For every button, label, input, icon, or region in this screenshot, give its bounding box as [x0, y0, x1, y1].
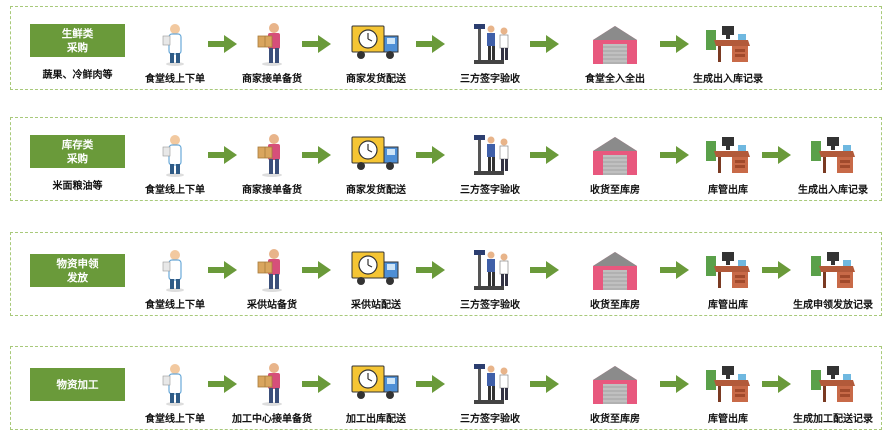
- flow-arrow-icon: [208, 374, 238, 394]
- doctor-clipboard-icon: [149, 22, 201, 70]
- flow-arrow-icon: [302, 260, 332, 280]
- flow-row: [10, 117, 882, 201]
- step-caption: 采供站备货: [247, 300, 297, 311]
- flow-arrow-icon: [530, 34, 560, 54]
- flow-arrow-icon: [530, 374, 560, 394]
- step-caption: 生成申领发放记录: [793, 300, 873, 311]
- three-party-scale-icon: [464, 248, 516, 296]
- flow-arrow-icon: [762, 260, 792, 280]
- flow-arrow-icon: [416, 374, 446, 394]
- step-caption: 生成出入库记录: [693, 74, 763, 85]
- warehouse-icon: [589, 248, 641, 296]
- office-desk-icon: [807, 362, 859, 410]
- step-caption: 三方签字验收: [460, 300, 520, 311]
- step-caption: 加工出库配送: [346, 414, 406, 425]
- office-desk-icon: [702, 22, 754, 70]
- flow-arrow-icon: [416, 34, 446, 54]
- flow-arrow-icon: [762, 374, 792, 394]
- step-caption: 库管出库: [708, 414, 748, 425]
- delivery-truck-clock-icon: [350, 248, 402, 296]
- step-caption: 三方签字验收: [460, 414, 520, 425]
- delivery-truck-clock-icon: [350, 362, 402, 410]
- step-caption: 食堂线上下单: [145, 414, 205, 425]
- doctor-clipboard-icon: [149, 248, 201, 296]
- flow-arrow-icon: [416, 145, 446, 165]
- step-caption: 三方签字验收: [460, 74, 520, 85]
- flow-arrow-icon: [530, 145, 560, 165]
- step-caption: 采供站配送: [351, 300, 401, 311]
- flow-row: [10, 6, 882, 90]
- office-desk-icon: [807, 248, 859, 296]
- flow-arrow-icon: [208, 145, 238, 165]
- warehouse-icon: [589, 133, 641, 181]
- doctor-clipboard-icon: [149, 133, 201, 181]
- three-party-scale-icon: [464, 362, 516, 410]
- courier-box-icon: [246, 133, 298, 181]
- step-caption: 生成加工配送记录: [793, 414, 873, 425]
- warehouse-icon: [589, 22, 641, 70]
- step-caption: 三方签字验收: [460, 185, 520, 196]
- step-caption: 商家发货配送: [346, 74, 406, 85]
- office-desk-icon: [702, 248, 754, 296]
- flow-row: [10, 232, 882, 316]
- step-caption: 收货至库房: [590, 414, 640, 425]
- category-note: 米面粮油等: [52, 181, 103, 192]
- flow-arrow-icon: [660, 260, 690, 280]
- category-label: 物资加工: [30, 368, 125, 401]
- flow-arrow-icon: [302, 34, 332, 54]
- step-caption: 收货至库房: [590, 185, 640, 196]
- flow-arrow-icon: [530, 260, 560, 280]
- step-caption: 商家接单备货: [242, 74, 302, 85]
- flow-arrow-icon: [302, 145, 332, 165]
- courier-box-icon: [246, 362, 298, 410]
- courier-box-icon: [246, 248, 298, 296]
- step-caption: 食堂线上下单: [145, 185, 205, 196]
- flow-row: [10, 346, 882, 430]
- office-desk-icon: [702, 362, 754, 410]
- category-label: 物资申领 发放: [30, 254, 125, 287]
- flow-arrow-icon: [660, 374, 690, 394]
- step-caption: 商家接单备货: [242, 185, 302, 196]
- delivery-truck-clock-icon: [350, 22, 402, 70]
- flow-arrow-icon: [660, 34, 690, 54]
- step-caption: 加工中心接单备货: [232, 414, 312, 425]
- doctor-clipboard-icon: [149, 362, 201, 410]
- flow-arrow-icon: [302, 374, 332, 394]
- step-caption: 库管出库: [708, 185, 748, 196]
- category-label: 库存类 采购: [30, 135, 125, 168]
- step-caption: 食堂线上下单: [145, 74, 205, 85]
- step-caption: 商家发货配送: [346, 185, 406, 196]
- category-label: 生鲜类 采购: [30, 24, 125, 57]
- flow-arrow-icon: [208, 34, 238, 54]
- office-desk-icon: [807, 133, 859, 181]
- three-party-scale-icon: [464, 22, 516, 70]
- step-caption: 库管出库: [708, 300, 748, 311]
- step-caption: 食堂全入全出: [585, 74, 645, 85]
- step-caption: 收货至库房: [590, 300, 640, 311]
- flow-arrow-icon: [762, 145, 792, 165]
- delivery-truck-clock-icon: [350, 133, 402, 181]
- courier-box-icon: [246, 22, 298, 70]
- office-desk-icon: [702, 133, 754, 181]
- flow-arrow-icon: [660, 145, 690, 165]
- step-caption: 生成出入库记录: [798, 185, 868, 196]
- flow-arrow-icon: [208, 260, 238, 280]
- flow-arrow-icon: [416, 260, 446, 280]
- three-party-scale-icon: [464, 133, 516, 181]
- warehouse-icon: [589, 362, 641, 410]
- step-caption: 食堂线上下单: [145, 300, 205, 311]
- category-note: 蔬果、冷鲜肉等: [42, 70, 113, 81]
